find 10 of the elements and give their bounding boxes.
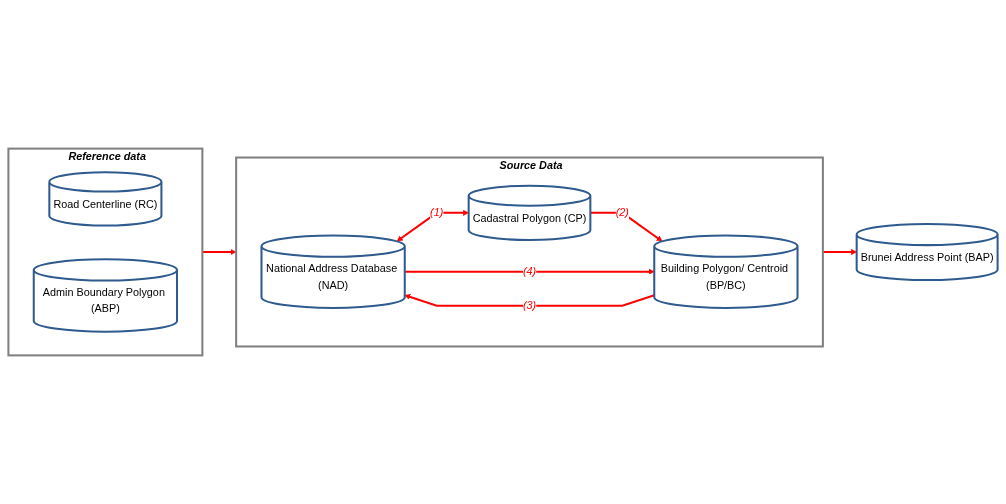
arrow [202,249,237,255]
edge-label: (4) [522,265,537,278]
edge-label: (1) [430,206,444,219]
arrow [590,211,663,242]
edge-label: (3) [522,299,537,312]
arrow [404,268,655,275]
arrow [404,294,655,307]
arrow [396,209,469,242]
arrow [822,249,857,255]
edge-label: (2) [615,206,629,219]
